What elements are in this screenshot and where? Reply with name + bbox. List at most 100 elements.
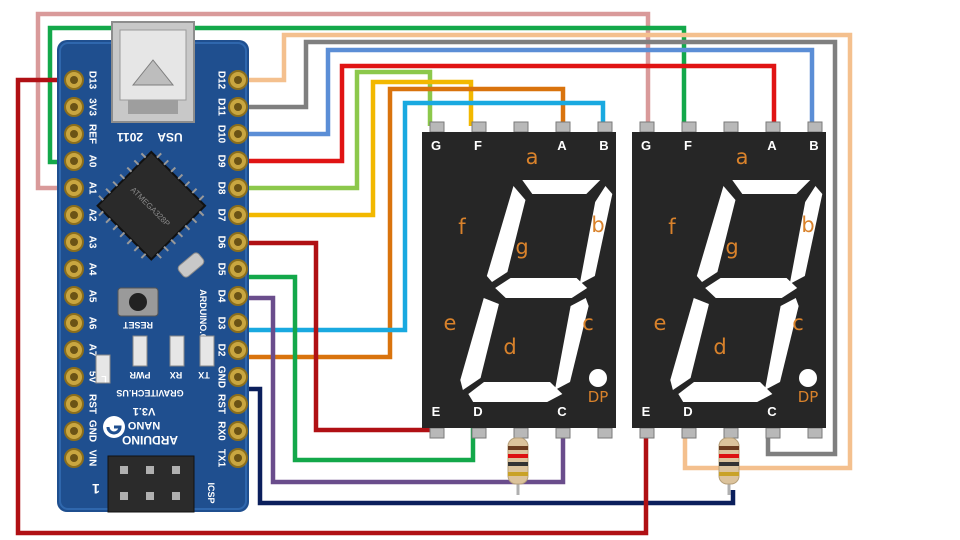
display-bottom-pin	[765, 427, 781, 439]
segment-e	[460, 298, 499, 390]
display-bottom-pin	[639, 427, 655, 439]
segment-f	[486, 186, 526, 282]
pin-right-d6: D6	[215, 232, 248, 252]
pin-right-tx1: TX1	[215, 448, 248, 468]
decimal-point	[589, 369, 607, 387]
segment-f	[696, 186, 736, 282]
wire-d4-to-display1-c	[240, 295, 566, 485]
wire-d10-to-display2-b	[240, 47, 815, 137]
pin-right-rx0: RX0	[215, 421, 248, 441]
pin-right-d9: D9	[215, 151, 248, 171]
wire-d13-to-display2-e	[15, 77, 649, 536]
pin-right-gnd: GND	[215, 366, 248, 388]
dp-label: DP	[588, 388, 609, 406]
pin-label: 5V	[86, 371, 97, 384]
display-bottom-pin	[513, 427, 529, 439]
segment-label-c: c	[792, 311, 804, 335]
pin-left-gnd: GND	[64, 420, 97, 442]
segment-label-a: a	[736, 145, 749, 169]
display-pin-label-f: F	[684, 138, 692, 153]
display-pin-label-e: E	[432, 404, 441, 419]
pin-label: D6	[215, 236, 226, 249]
pin-label: D8	[215, 182, 226, 195]
display-pin-label-c: C	[767, 404, 777, 419]
pin-label: A0	[86, 155, 97, 168]
pin-right-d11: D11	[215, 97, 248, 117]
version-text: V3.1	[133, 405, 156, 417]
pin-left-a3: A3	[64, 232, 97, 252]
led-label-pwr: PWR	[129, 370, 150, 380]
pin-right-d3: D3	[215, 313, 248, 333]
name-text: ARDUINO	[122, 433, 178, 447]
display-bottom-pin	[681, 427, 697, 439]
segment-c	[764, 298, 799, 390]
pin-right-d2: D2	[215, 340, 248, 360]
year-text: 2011	[117, 130, 143, 144]
pin-label: D4	[215, 290, 226, 303]
pin-left-a2: A2	[64, 205, 97, 225]
pin-label: RX0	[215, 421, 226, 441]
pin-left-vin: VIN	[64, 448, 97, 468]
wire-d3-to-display1-b	[240, 100, 606, 333]
segment-d	[678, 382, 773, 402]
crystal	[177, 252, 205, 278]
board-number: 1	[92, 481, 100, 497]
reset-label: RESET	[122, 320, 153, 330]
display-bottom-pin	[429, 427, 445, 439]
led-label-rx: RX	[170, 370, 183, 380]
pin-label: A2	[86, 209, 97, 222]
display-bottom-pin	[597, 427, 613, 439]
pin-label: D9	[215, 155, 226, 168]
maker-text: GRAVITECH.US	[116, 388, 183, 398]
pin-left-a0: A0	[64, 151, 97, 171]
resistor-1	[507, 437, 529, 485]
pin-label: TX1	[215, 449, 226, 468]
pin-label: GND	[215, 366, 226, 388]
pin-label: A5	[86, 290, 97, 303]
pin-left-ref: REF	[64, 124, 97, 144]
segment-label-g: g	[515, 235, 528, 259]
segment-label-g: g	[725, 235, 738, 259]
wire-d9-to-display2-a	[240, 63, 777, 164]
pin-label: D3	[215, 317, 226, 330]
wire-d6-to-display1-e	[240, 240, 440, 433]
display-pin-label-d: D	[683, 404, 692, 419]
segment-label-b: b	[591, 213, 604, 237]
led-label-tx: TX	[198, 370, 210, 380]
display-pin-label-a: A	[767, 138, 777, 153]
arduino-logo	[103, 416, 125, 438]
pin-right-rst: RST	[215, 394, 248, 414]
segment-a	[522, 180, 601, 194]
segment-label-c: c	[582, 311, 594, 335]
display-top-pin	[429, 121, 445, 133]
pin-label: D2	[215, 344, 226, 357]
atmega-chip: ATMEGA328P	[96, 150, 207, 261]
segment-c	[554, 298, 589, 390]
segment-label-d: d	[503, 335, 516, 359]
pin-label: D13	[86, 71, 97, 90]
display-bottom-pin	[555, 427, 571, 439]
segment-a	[732, 180, 811, 194]
display-top-pin	[723, 121, 739, 133]
display-pin-label-d: D	[473, 404, 482, 419]
segment-e	[670, 298, 709, 390]
pin-label: A1	[86, 182, 97, 195]
pin-label: RST	[86, 394, 97, 414]
reset-button[interactable]	[117, 287, 159, 317]
pin-left-a5: A5	[64, 286, 97, 306]
pin-label: A4	[86, 263, 97, 276]
pin-label: GND	[86, 420, 97, 442]
pin-label: D11	[215, 98, 226, 116]
dp-label: DP	[798, 388, 819, 406]
display-pin-label-g: G	[641, 138, 651, 153]
display-pin-label-b: B	[809, 138, 818, 153]
wire-d7-to-display1-f	[240, 79, 474, 218]
segment-d	[468, 382, 563, 402]
decimal-point	[799, 369, 817, 387]
wire-gnd-to-resistors	[240, 386, 736, 506]
pin-label: A7	[86, 344, 97, 357]
usb-text: USA	[157, 130, 183, 144]
usb-connector	[111, 21, 195, 123]
